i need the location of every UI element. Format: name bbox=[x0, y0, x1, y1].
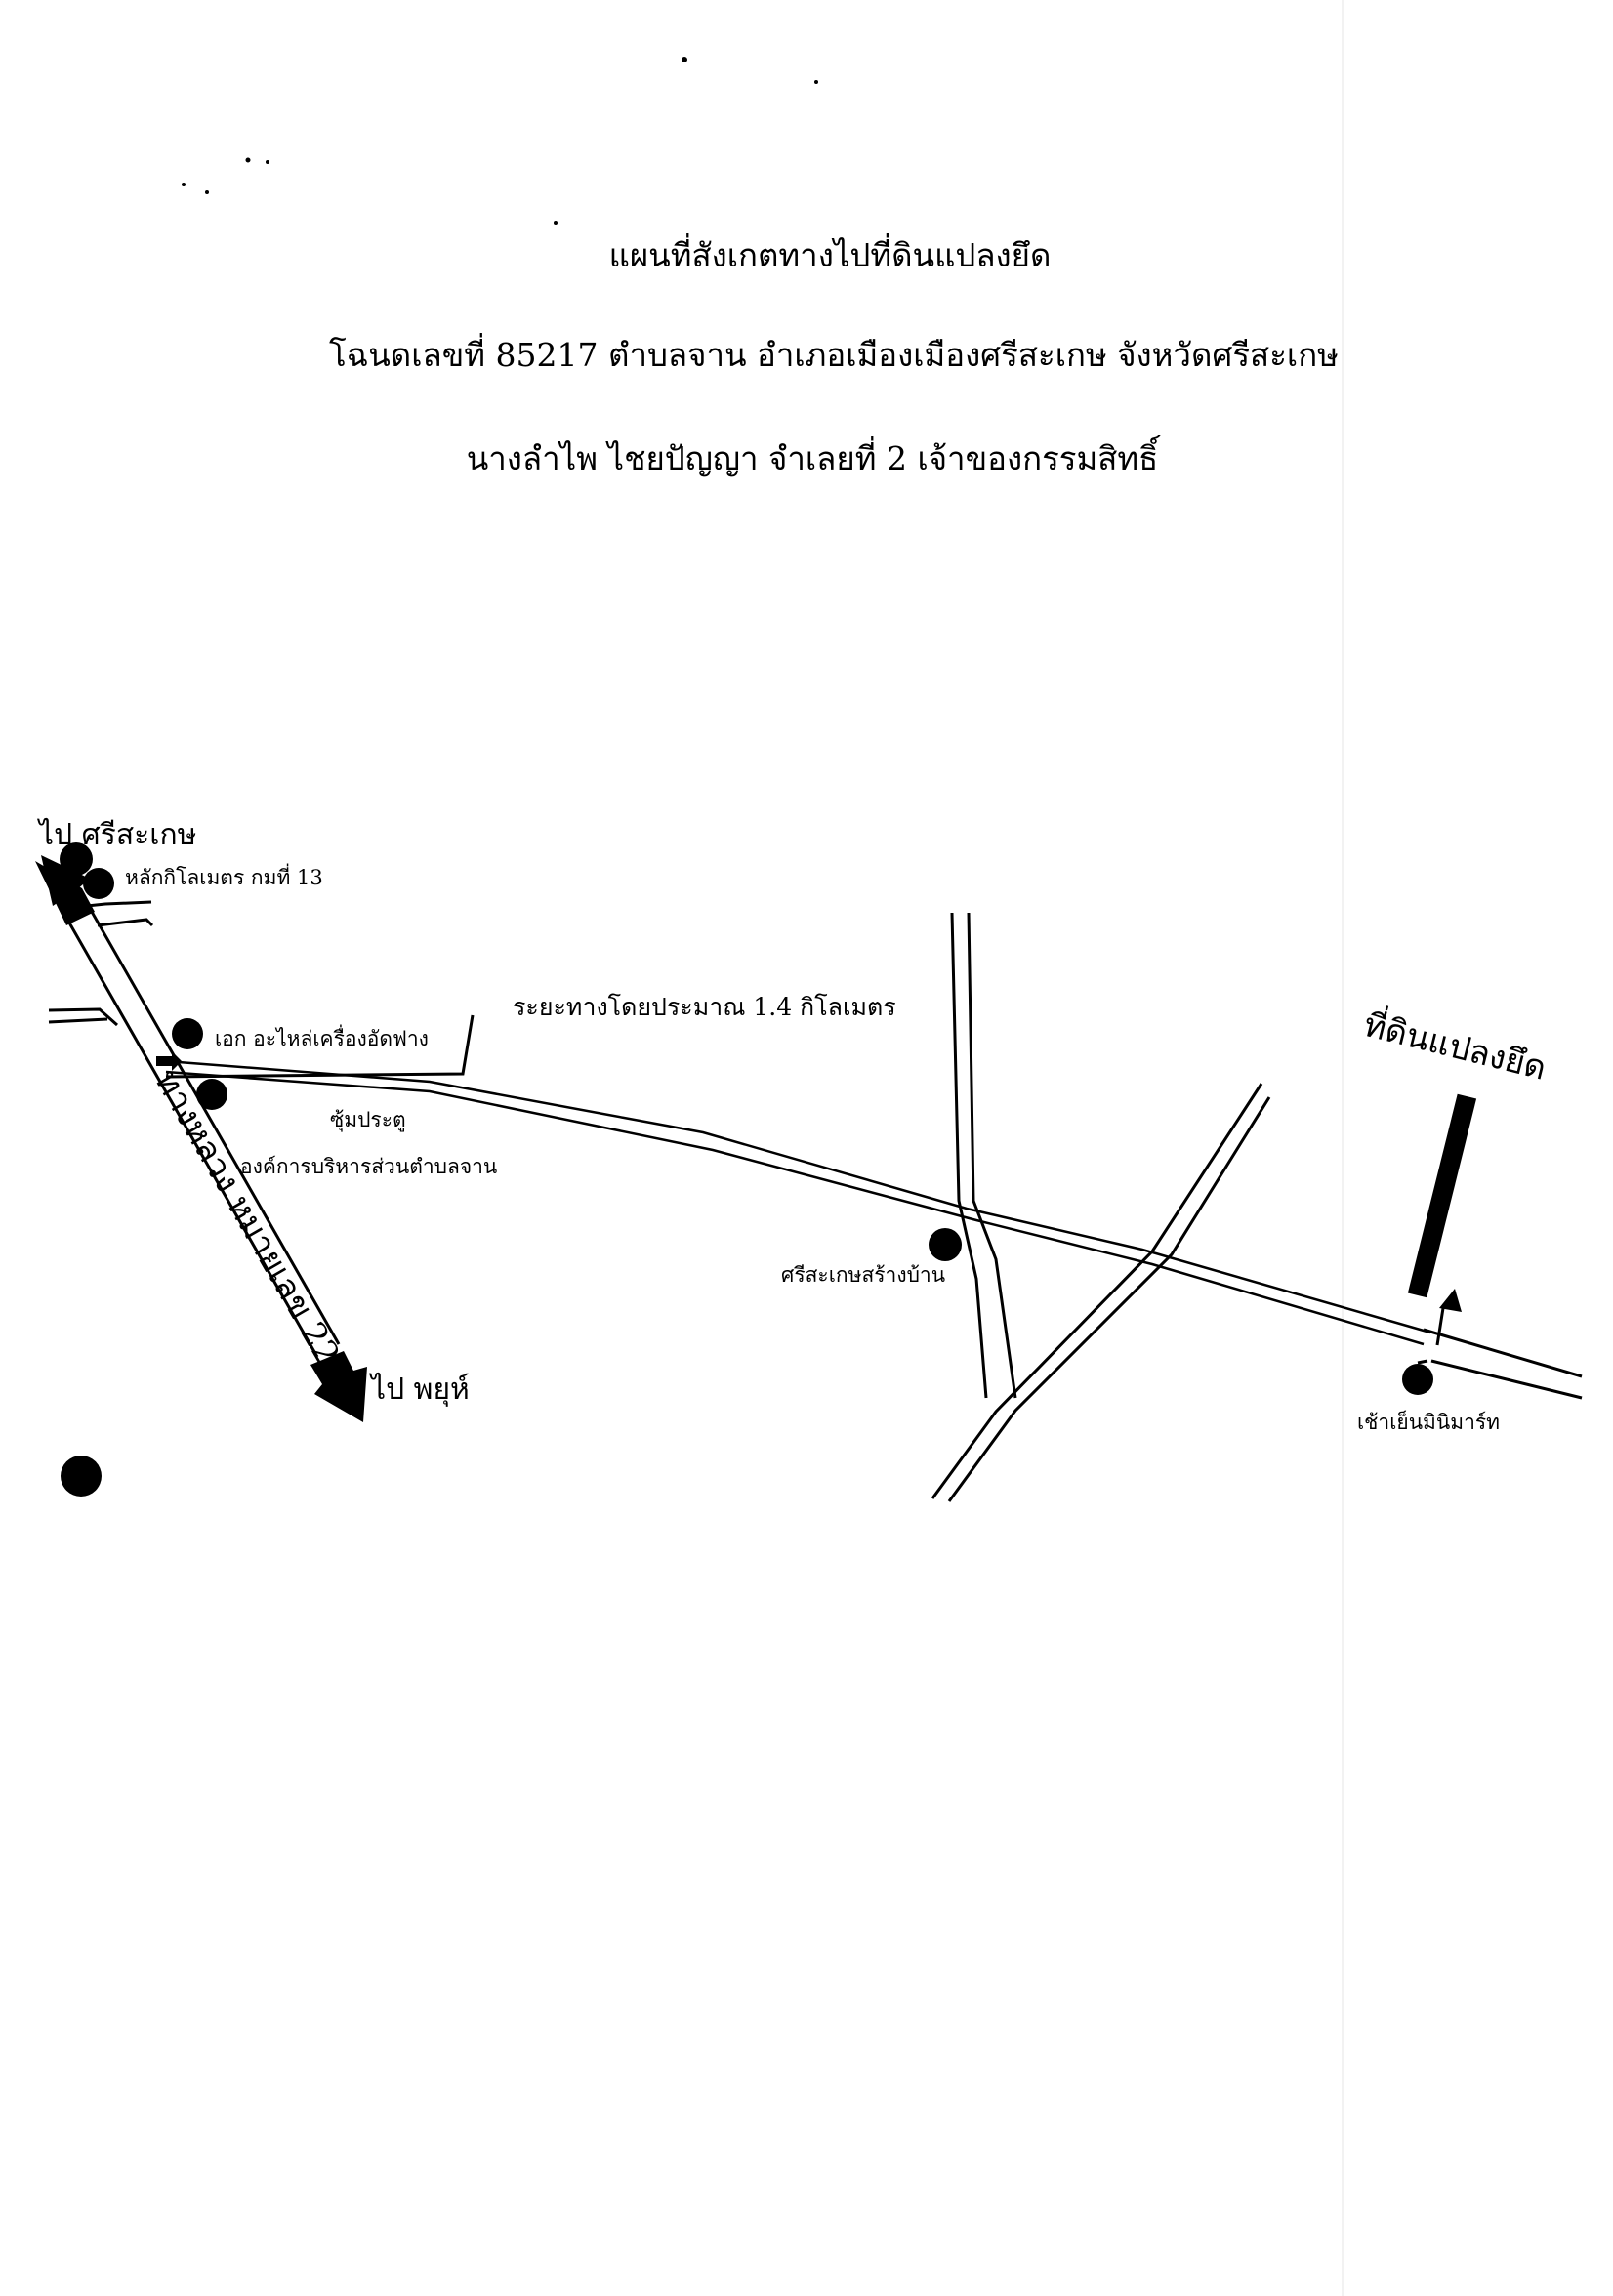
target-arrow bbox=[1407, 1093, 1477, 1346]
highway-221 bbox=[64, 904, 341, 1358]
label-minimart: เช้าเย็นมินิมาร์ท bbox=[1357, 1409, 1500, 1434]
label-home-builder: ศรีสะเกษสร้างบ้าน bbox=[781, 1263, 945, 1287]
right-road bbox=[1417, 1328, 1583, 1400]
village-road bbox=[165, 1059, 1431, 1346]
dot-minimart bbox=[1402, 1364, 1433, 1395]
label-distance: ระยะทางโดยประมาณ 1.4 กิโลเมตร bbox=[513, 993, 896, 1021]
north-south-road bbox=[950, 912, 1017, 1399]
deed-info: โฉนดเลขที่ 85217 ตำบลจาน อำเภอเมืองเมือง… bbox=[329, 336, 1339, 374]
label-to-sisaket: ไป ศรีสะเกษ bbox=[37, 817, 196, 852]
label-arch-gate: ซุ้มประตู bbox=[330, 1108, 406, 1132]
side-roads bbox=[48, 900, 475, 1079]
arrow-south-icon bbox=[310, 1351, 367, 1422]
map-title: แผนที่สังเกตทางไปที่ดินแปลงยึด bbox=[608, 236, 1052, 274]
dot-north bbox=[60, 842, 93, 876]
dot-sao-office bbox=[196, 1079, 227, 1110]
label-km-post: หลักกิโลเมตร กมที่ 13 bbox=[125, 863, 323, 889]
diagonal-road bbox=[931, 1083, 1271, 1502]
dot-km-post bbox=[83, 868, 114, 899]
label-highway-221: ทางหลวง หมายเลข 221 bbox=[146, 1064, 357, 1390]
junction-arrow-icon bbox=[156, 1051, 182, 1071]
dot-parts-shop bbox=[172, 1018, 203, 1049]
dot-home-builder bbox=[929, 1228, 962, 1261]
landmark-dots bbox=[60, 842, 1433, 1496]
scan-specks bbox=[182, 57, 818, 225]
label-sao-office: องค์การบริหารส่วนตำบลจาน bbox=[240, 1155, 497, 1178]
label-target-land: ที่ดินแปลงยึด bbox=[1360, 1002, 1551, 1088]
dot-stray bbox=[61, 1456, 102, 1496]
label-to-phayu: ไป พยุห์ bbox=[369, 1372, 470, 1408]
label-parts-shop: เอก อะไหล่เครื่องอัดฟาง bbox=[215, 1024, 429, 1050]
owner-info: นางลำไพ ไชยปัญญา จำเลยที่ 2 เจ้าของกรรมส… bbox=[466, 439, 1159, 477]
